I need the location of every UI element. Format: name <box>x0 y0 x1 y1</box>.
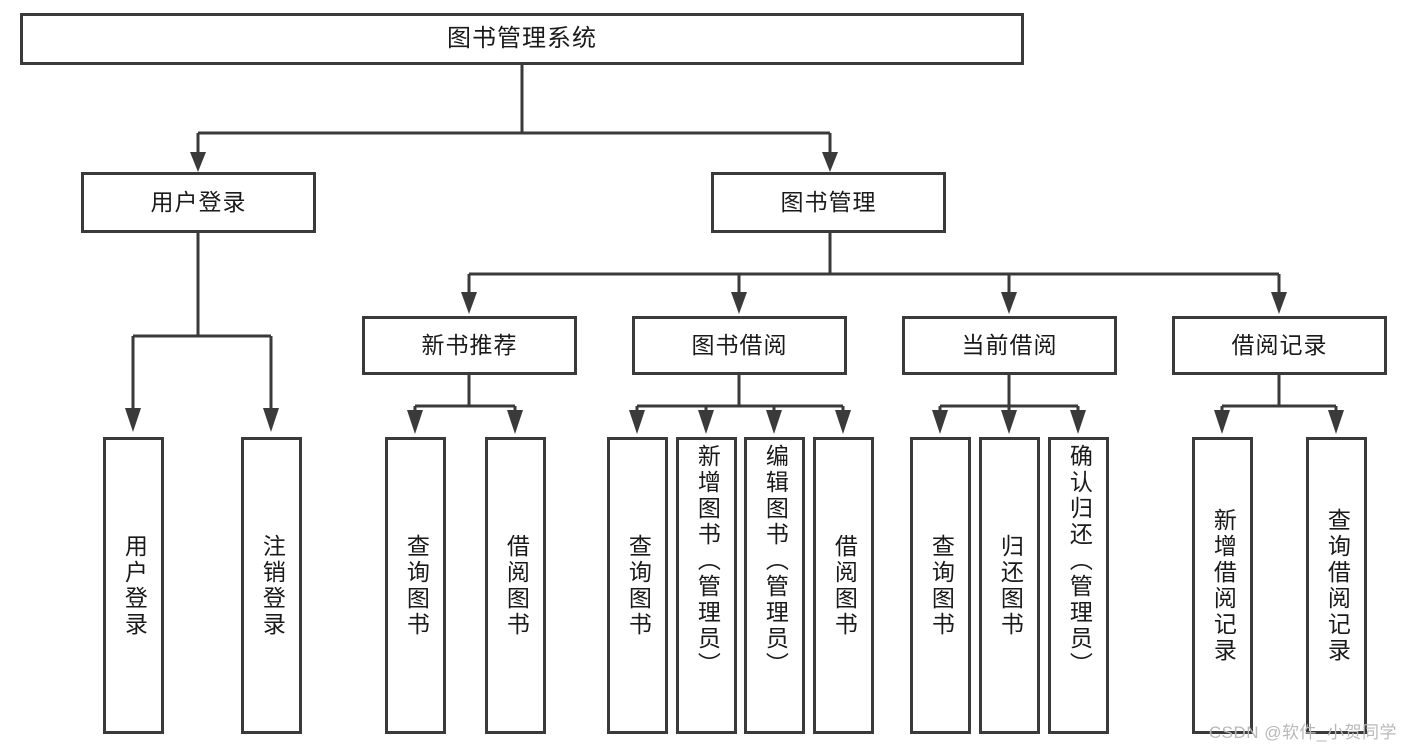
node-label: 编辑图书（管理员） <box>762 444 789 678</box>
arrow-head-newbook-leaf-0 <box>407 410 423 434</box>
node-label: 注销登录 <box>259 533 286 638</box>
arrow-head-borrow-leaf-0 <box>629 410 645 434</box>
arrow-head-user-login <box>190 152 206 172</box>
node-label: 新书推荐 <box>421 331 518 358</box>
leaf-user-login[interactable]: 用户登录 <box>103 437 164 734</box>
node-label: 图书管理 <box>780 188 877 215</box>
leaf-current-query-book[interactable]: 查询图书 <box>910 437 971 734</box>
node-root-system[interactable]: 图书管理系统 <box>20 13 1024 65</box>
leaf-user-logout[interactable]: 注销登录 <box>241 437 302 734</box>
leaf-borrow-borrow-book[interactable]: 借阅图书 <box>813 437 874 734</box>
node-label: 查询图书 <box>403 533 430 638</box>
node-label: 借阅图书 <box>831 533 858 638</box>
leaf-borrow-query-book[interactable]: 查询图书 <box>607 437 668 734</box>
node-label: 图书管理系统 <box>447 24 597 52</box>
node-user-login[interactable]: 用户登录 <box>81 172 316 233</box>
arrow-head-borrow-leaf-1 <box>698 410 714 434</box>
leaf-newbook-borrow-book[interactable]: 借阅图书 <box>485 437 546 734</box>
node-label: 新增图书（管理员） <box>694 444 721 678</box>
node-label: 查询借阅记录 <box>1324 507 1351 664</box>
node-label: 借阅图书 <box>503 533 530 638</box>
node-book-borrow[interactable]: 图书借阅 <box>632 316 847 375</box>
arrow-head-user-leaf-0 <box>125 408 141 432</box>
arrow-head-level3-0 <box>461 292 477 314</box>
leaf-current-confirm-return-admin[interactable]: 确认归还（管理员） <box>1048 437 1109 734</box>
node-label: 确认归还（管理员） <box>1066 444 1093 678</box>
arrow-head-record-leaf-1 <box>1328 410 1344 434</box>
node-label: 查询图书 <box>928 533 955 638</box>
node-borrow-record[interactable]: 借阅记录 <box>1172 316 1387 375</box>
arrow-head-level3-1 <box>731 292 747 314</box>
leaf-record-add-record[interactable]: 新增借阅记录 <box>1192 437 1253 734</box>
arrow-head-borrow-leaf-2 <box>766 410 782 434</box>
node-label: 当前借阅 <box>961 331 1058 358</box>
leaf-newbook-query-book[interactable]: 查询图书 <box>385 437 446 734</box>
leaf-current-return-book[interactable]: 归还图书 <box>979 437 1040 734</box>
arrow-head-record-leaf-0 <box>1214 410 1230 434</box>
node-label: 用户登录 <box>121 533 148 638</box>
node-label: 图书借阅 <box>691 331 788 358</box>
arrow-head-user-leaf-1 <box>263 408 279 432</box>
arrow-head-borrow-leaf-3 <box>835 410 851 434</box>
node-book-management[interactable]: 图书管理 <box>711 172 946 233</box>
node-label: 查询图书 <box>625 533 652 638</box>
leaf-borrow-add-book-admin[interactable]: 新增图书（管理员） <box>676 437 737 734</box>
arrow-head-level3-2 <box>1001 292 1017 314</box>
node-label: 借阅记录 <box>1231 331 1328 358</box>
node-new-book-recommend[interactable]: 新书推荐 <box>362 316 577 375</box>
node-current-borrow[interactable]: 当前借阅 <box>902 316 1117 375</box>
arrow-head-level3-3 <box>1271 292 1287 314</box>
node-label: 新增借阅记录 <box>1210 507 1237 664</box>
arrow-head-newbook-leaf-1 <box>507 410 523 434</box>
arrow-head-current-leaf-2 <box>1070 410 1086 434</box>
leaf-record-query-record[interactable]: 查询借阅记录 <box>1306 437 1367 734</box>
arrow-head-current-leaf-0 <box>932 410 948 434</box>
arrow-head-book-manage <box>822 152 838 172</box>
node-label: 归还图书 <box>997 533 1024 638</box>
node-label: 用户登录 <box>150 188 247 215</box>
watermark-text: CSDN @软件_小贺同学 <box>1208 723 1397 742</box>
arrow-head-current-leaf-1 <box>1001 410 1017 434</box>
leaf-borrow-edit-book-admin[interactable]: 编辑图书（管理员） <box>744 437 805 734</box>
